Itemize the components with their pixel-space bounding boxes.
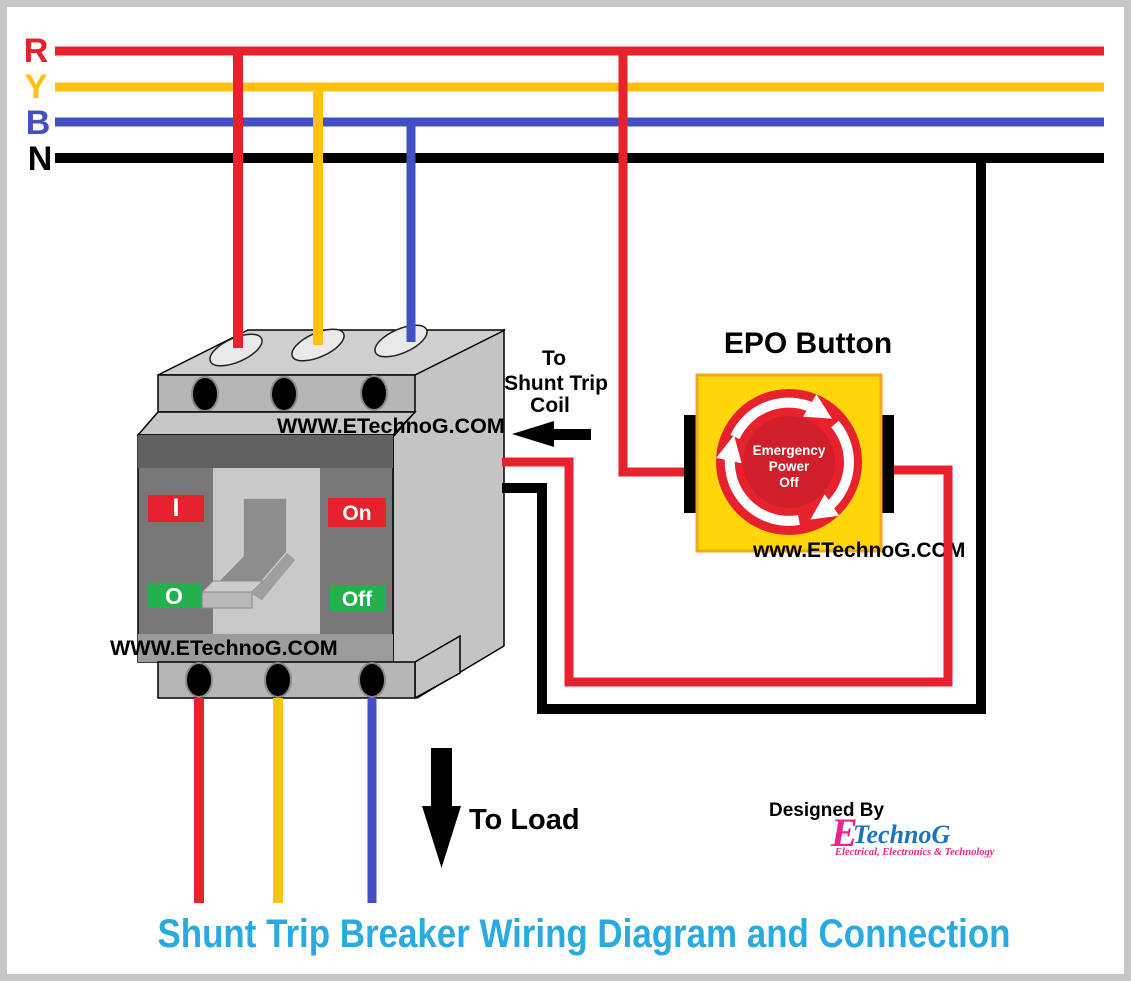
breaker-off-label: Off	[342, 588, 373, 611]
epo-text-line2: Power	[769, 459, 810, 474]
epo-button-group: EPO Button Emergency Power Off www.ETech…	[684, 327, 965, 562]
breaker-o-symbol: O	[165, 583, 183, 609]
bus-label-r: R	[24, 32, 49, 70]
breaker-i-symbol: I	[173, 494, 180, 522]
breaker-front-top-band	[138, 435, 393, 468]
to-load-note: To Load	[422, 748, 580, 868]
epo-left-terminal	[684, 415, 697, 513]
epo-arrow-right	[810, 420, 854, 520]
bus-lines: R Y B N	[24, 32, 1104, 178]
breaker-bottom-terminal-3	[358, 662, 386, 698]
breaker-handle-base-top	[200, 580, 265, 593]
shunt-trip-note: To Shunt Trip Coil	[504, 347, 608, 447]
epo-arrow-left	[716, 435, 800, 526]
shunt-coil-arrow-icon	[512, 421, 591, 447]
breaker-top-terminal-1	[191, 376, 219, 412]
bus-label-n: N	[28, 140, 53, 178]
epo-title: EPO Button	[724, 327, 892, 360]
epo-rotate-arrows	[716, 394, 854, 526]
breaker-top-terminal-3	[360, 375, 388, 411]
shunt-note-line3: Coil	[530, 394, 570, 417]
breaker-on-label-plate	[328, 498, 386, 527]
shunt-note-line2: Shunt Trip	[504, 372, 608, 395]
shunt-note-line1: To	[542, 347, 566, 370]
breaker-front-bottom-strip	[138, 634, 393, 662]
wire-red-epo-to-shunt-coil	[502, 457, 953, 687]
designed-by-label: Designed By	[769, 800, 885, 821]
wires	[194, 47, 986, 903]
breaker-handle-base	[201, 591, 253, 609]
breaker-on-label: On	[342, 502, 371, 525]
to-load-label: To Load	[469, 804, 580, 836]
epo-red-button-inner	[743, 416, 835, 508]
breaker-bottom-terminal-1	[185, 662, 213, 698]
brand-name: TechnoG	[853, 820, 950, 849]
bus-label-y: Y	[25, 68, 48, 106]
breaker-i-button	[148, 495, 204, 522]
brand-tagline: Electrical, Electronics & Technology	[834, 847, 995, 858]
epo-text-line1: Emergency	[753, 443, 826, 458]
epo-right-terminal	[881, 415, 894, 513]
breaker-watermark-bottom: WWW.ETechnoG.COM	[110, 636, 338, 660]
epo-watermark: www.ETechnoG.COM	[752, 539, 965, 562]
breaker-group: I O On Off WWW.ETechnoG.COM WWW.ETechnoG…	[110, 324, 506, 700]
epo-arrow-top	[730, 394, 833, 440]
bus-label-b: B	[26, 104, 51, 142]
breaker-o-button	[148, 583, 201, 608]
breaker-handle-lever-side	[250, 551, 297, 602]
credit-block: Designed By E TechnoG Electrical, Electr…	[769, 800, 995, 858]
brand-initial: E	[830, 810, 858, 855]
to-load-arrow-icon	[422, 748, 461, 868]
breaker-watermark-top: WWW.ETechnoG.COM	[277, 414, 505, 438]
wire-red-bus-to-epo	[618, 47, 684, 477]
breaker-top-slot-1	[209, 333, 263, 367]
breaker-top-terminal-2	[270, 376, 298, 412]
breaker-off-label-plate	[330, 585, 385, 612]
breaker-bottom-terminal-2	[264, 662, 292, 698]
epo-text-line3: Off	[779, 475, 799, 490]
wire-black-neutral-to-shunt-coil	[502, 154, 986, 714]
diagram-title: Shunt Trip Breaker Wiring Diagram and Co…	[158, 912, 1011, 956]
